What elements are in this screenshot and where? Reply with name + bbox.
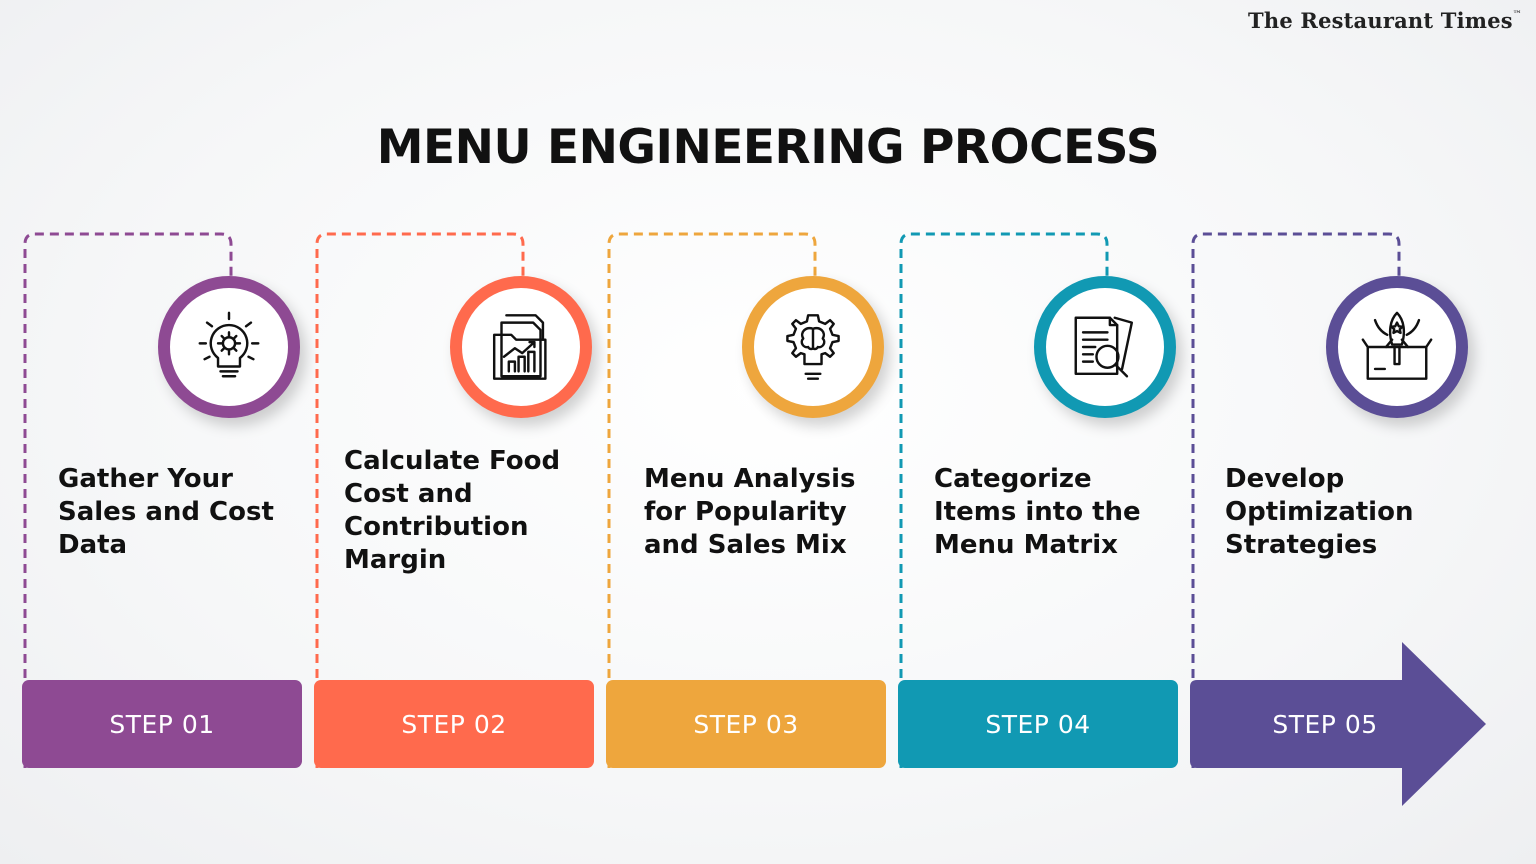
step-5-arrow-shape	[1190, 642, 1486, 806]
step-1: Gather Your Sales and Cost Data STEP 01	[22, 232, 314, 772]
step-4-label: Categorize Items into the Menu Matrix	[934, 464, 1141, 560]
brand-logo: The Restaurant Times™	[1248, 8, 1522, 33]
step-2-icon-circle	[450, 276, 592, 418]
step-3-dashed-outline	[607, 232, 817, 768]
step-5-dashed-outline	[1191, 232, 1401, 768]
step-2-dashed-outline	[315, 232, 525, 768]
step-5-label: Develop Optimization Strategies	[1225, 464, 1414, 560]
page-title: MENU ENGINEERING PROCESS	[376, 120, 1160, 175]
step-4-badge: STEP 04	[898, 680, 1178, 768]
brand-name: The Restaurant Times	[1248, 8, 1513, 33]
step-2-badge: STEP 02	[314, 680, 594, 768]
step-4: Categorize Items into the Menu Matrix ST…	[898, 232, 1190, 772]
step-1-badge: STEP 01	[22, 680, 302, 768]
step-3-badge: STEP 03	[606, 680, 886, 768]
step-4-dashed-outline	[899, 232, 1109, 768]
rocket-box-icon	[1361, 311, 1433, 380]
step-5-icon-circle	[1326, 276, 1468, 418]
step-1-dashed-outline	[23, 232, 233, 768]
documents-chart-icon	[492, 314, 547, 380]
step-3-icon-circle	[742, 276, 884, 418]
step-5: Develop Optimization Strategies STEP 05	[1190, 232, 1500, 806]
brain-bulb-gear-icon	[786, 314, 840, 380]
step-4-icon-circle	[1034, 276, 1176, 418]
step-1-icon-circle	[158, 276, 300, 418]
lightbulb-gear-icon	[198, 311, 260, 378]
step-1-label: Gather Your Sales and Cost Data	[58, 464, 274, 560]
step-3: Menu Analysis for Popularity and Sales M…	[606, 232, 898, 772]
step-2-label: Calculate Food Cost and Contribution Mar…	[344, 446, 561, 575]
trademark-mark: ™	[1512, 10, 1522, 20]
step-3-label: Menu Analysis for Popularity and Sales M…	[644, 464, 856, 560]
step-2: Calculate Food Cost and Contribution Mar…	[314, 232, 606, 772]
document-magnifier-icon	[1074, 316, 1134, 378]
step-5-arrow: STEP 05	[1190, 640, 1490, 808]
step-5-badge: STEP 05	[1272, 709, 1378, 739]
